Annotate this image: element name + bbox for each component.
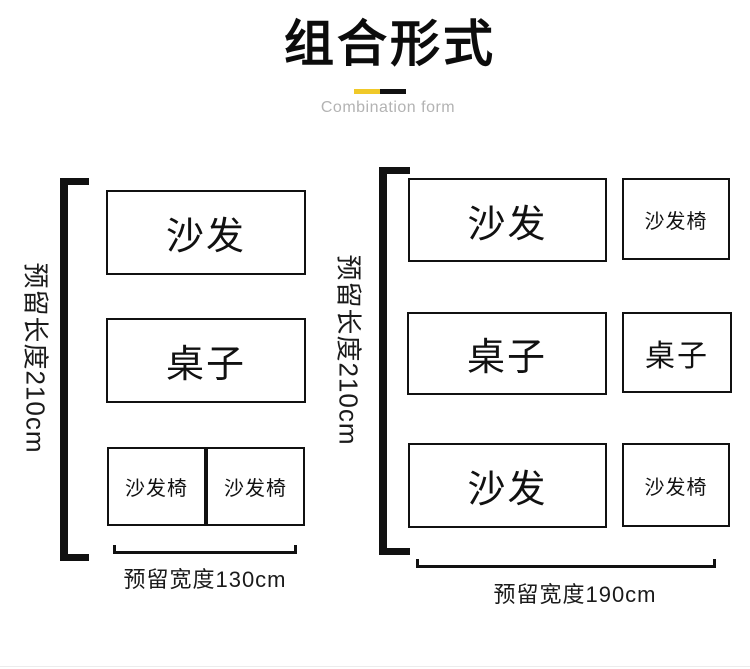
length-bracket	[379, 167, 410, 555]
width-bracket	[416, 559, 716, 568]
sofa-chair-box-left: 沙发椅	[107, 447, 206, 526]
length-bracket	[60, 178, 89, 561]
length-label: 预留长度210cm	[20, 262, 51, 454]
table-box: 桌子	[106, 318, 306, 403]
sofa-box-top: 沙发	[408, 178, 607, 262]
table-box-main: 桌子	[407, 312, 607, 395]
sofa-chair-label: 沙发椅	[224, 478, 287, 500]
page-title: 组合形式	[284, 16, 496, 72]
sofa-chair-box-right: 沙发椅	[206, 447, 305, 526]
table-label: 桌子	[165, 344, 246, 386]
sofa-label: 沙发	[467, 469, 548, 511]
length-label: 预留长度210cm	[333, 254, 364, 446]
sofa-label: 沙发	[467, 203, 548, 246]
sofa-box-bottom: 沙发	[408, 443, 607, 528]
width-bracket	[113, 545, 297, 554]
divider-black-segment	[380, 89, 406, 94]
sofa-label: 沙发	[165, 216, 246, 258]
sofa-chair-label: 沙发椅	[644, 210, 708, 233]
table-box-side: 桌子	[622, 312, 732, 393]
title-accent-divider	[354, 89, 406, 94]
sofa-chair-box-top: 沙发椅	[622, 178, 730, 260]
bottom-divider	[0, 666, 750, 667]
width-label: 预留宽度190cm	[493, 582, 657, 607]
sofa-chair-label: 沙发椅	[644, 476, 708, 499]
table-label: 桌子	[645, 339, 709, 373]
sofa-box: 沙发	[106, 190, 306, 275]
table-label: 桌子	[466, 337, 547, 379]
sofa-chair-box-bottom: 沙发椅	[622, 443, 730, 527]
divider-yellow-segment	[354, 89, 380, 94]
page-subtitle: Combination form	[320, 99, 456, 116]
sofa-chair-label: 沙发椅	[125, 478, 188, 500]
width-label: 预留宽度130cm	[123, 567, 287, 592]
